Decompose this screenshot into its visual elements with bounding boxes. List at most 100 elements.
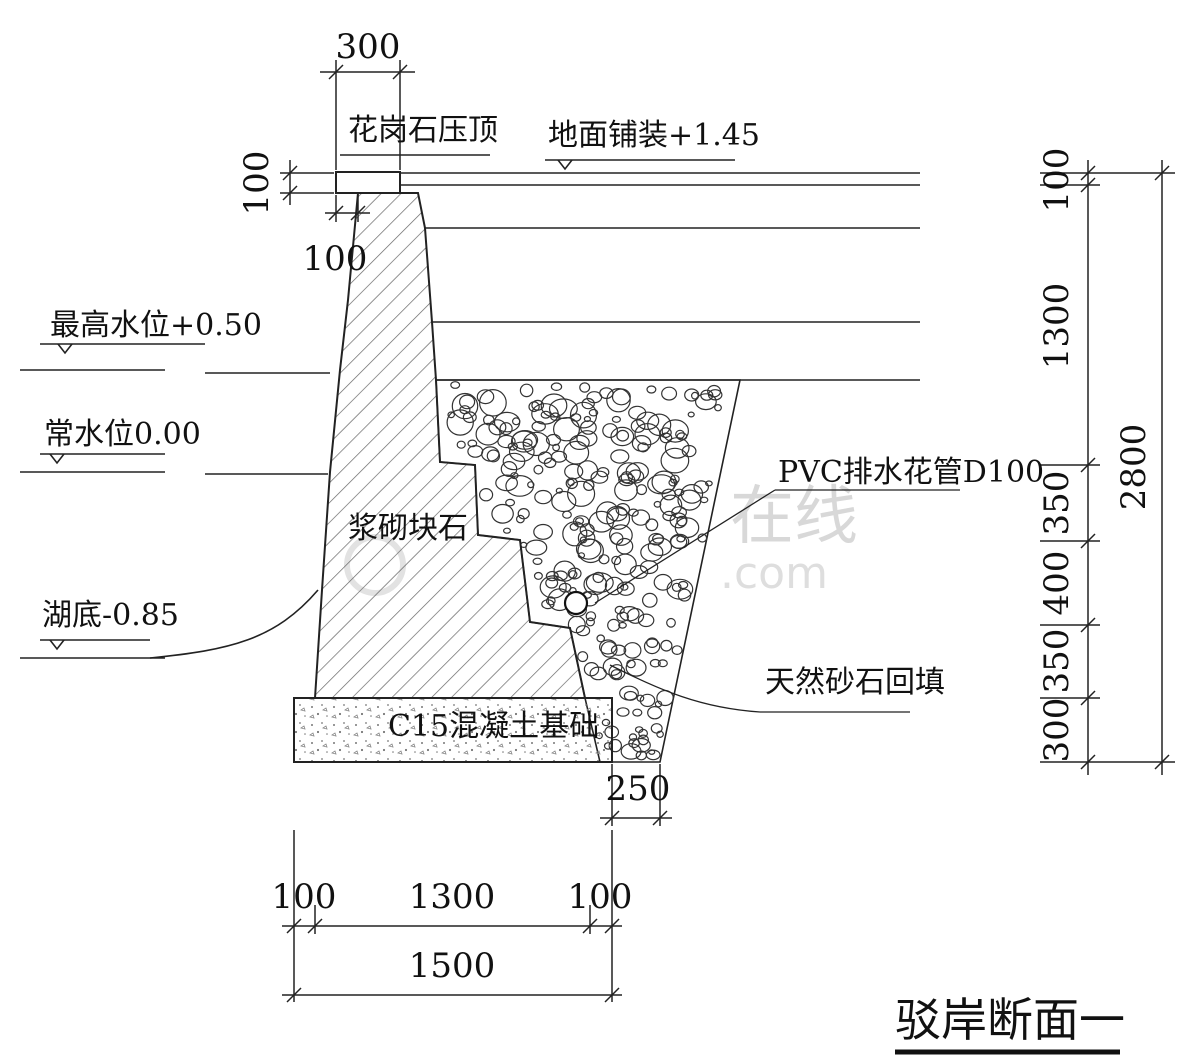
gravel-stone xyxy=(616,462,642,485)
gravel-stone xyxy=(611,555,622,566)
gravel-stone xyxy=(534,489,553,505)
gravel-stone xyxy=(641,592,658,608)
leader-lines xyxy=(594,489,960,713)
gravel-stone xyxy=(512,417,521,426)
gravel-stone xyxy=(497,434,516,449)
gravel-stone xyxy=(677,580,689,590)
dim-bottom-total: 1500 xyxy=(409,946,496,986)
granite-coping xyxy=(335,171,401,194)
gravel-stone xyxy=(511,430,539,450)
gravel-stone xyxy=(707,389,723,401)
gravel-stone xyxy=(629,564,649,579)
watermark: 在线 .com xyxy=(344,480,858,599)
gravel-stone xyxy=(555,487,563,494)
gravel-stone xyxy=(647,706,663,720)
gravel-stone xyxy=(614,605,625,615)
gravel-stone xyxy=(661,488,677,501)
gravel-stone xyxy=(637,442,649,453)
gravel-stone xyxy=(610,449,630,464)
gravel-stone xyxy=(565,477,579,490)
gravel-stone xyxy=(671,582,682,592)
gravel-stone xyxy=(548,398,578,419)
gravel-stone xyxy=(616,429,630,442)
gravel-stone xyxy=(680,484,704,504)
gravel-stone xyxy=(583,415,592,423)
dimension-lines xyxy=(280,60,1175,1003)
gravel-stone xyxy=(616,707,630,717)
gravel-stone xyxy=(609,524,633,546)
gravel-stone xyxy=(590,470,609,484)
gravel-stone xyxy=(495,474,519,492)
gravel-stone xyxy=(577,651,589,663)
gravel-stone xyxy=(618,473,636,487)
gravel-stone xyxy=(625,658,647,677)
gravel-stone xyxy=(632,708,643,717)
gravel-stone xyxy=(581,397,595,410)
gravel-stone xyxy=(666,617,676,628)
gravel-stone xyxy=(508,441,535,462)
dim-bottom-left: 100 xyxy=(272,877,337,917)
gravel-stone xyxy=(611,388,631,406)
gravel-stone xyxy=(700,389,714,401)
gravel-stone xyxy=(585,611,597,622)
gravel-stone xyxy=(635,750,648,761)
gravel-stone xyxy=(653,573,673,591)
gravel-stone xyxy=(615,503,631,516)
gravel-stone xyxy=(675,429,685,440)
gravel-stone xyxy=(611,415,622,423)
gravel-stone xyxy=(451,392,479,420)
gravel-stone xyxy=(639,693,656,708)
gravel-stone xyxy=(570,413,582,422)
gravel-stone xyxy=(488,419,507,436)
gravel-stone xyxy=(662,510,676,522)
ground-lines xyxy=(400,172,920,381)
pvc-pipe xyxy=(563,590,589,616)
gravel-stone xyxy=(606,507,631,530)
gravel-stone xyxy=(705,480,713,487)
gravel-stone xyxy=(588,408,599,417)
dim-coping-width: 300 xyxy=(336,27,401,67)
dim-right-1300: 1300 xyxy=(1037,283,1077,370)
gravel-stone xyxy=(636,694,645,703)
gravel-stone xyxy=(636,484,648,496)
gravel-stone xyxy=(631,509,651,526)
gravel-stone xyxy=(502,452,526,471)
gravel-stone xyxy=(619,685,639,701)
gravel-stone xyxy=(586,391,603,404)
gravel-stone xyxy=(539,575,567,599)
gravel-stone xyxy=(647,474,676,495)
gravel-stone xyxy=(610,426,635,447)
gravel-stone xyxy=(467,439,478,448)
gravel-stone xyxy=(643,638,661,655)
gravel-stone xyxy=(639,560,659,575)
gravel-stone xyxy=(583,573,608,596)
gravel-stone xyxy=(693,480,709,494)
gravel-stone xyxy=(575,538,602,560)
gravel-stone xyxy=(654,700,663,708)
gravel-stone xyxy=(607,618,621,632)
label-pipe: PVC排水花管D100 xyxy=(778,455,1044,490)
gravel-stone xyxy=(687,411,695,418)
gravel-stone xyxy=(636,411,660,430)
gravel-stone xyxy=(638,728,648,739)
gravel-stone xyxy=(450,381,461,389)
gravel-stone xyxy=(659,494,683,517)
gravel-stone xyxy=(670,534,688,550)
gravel-stone xyxy=(626,659,636,669)
gravel-stone xyxy=(482,414,495,426)
gravel-stone xyxy=(669,474,680,484)
label-backfill: 天然砂石回填 xyxy=(765,665,945,700)
gravel-stone xyxy=(596,467,610,478)
gravel-stone xyxy=(671,645,683,655)
gravel-stone xyxy=(610,644,627,656)
gravel-stone xyxy=(579,382,591,393)
label-normal-water: 常水位0.00 xyxy=(44,417,201,452)
gravel-stone xyxy=(479,388,507,417)
gravel-stone xyxy=(630,419,646,433)
gravel-stone xyxy=(533,571,543,580)
gravel-stone xyxy=(619,606,640,622)
gravel-stone xyxy=(653,500,662,508)
gravel-stone xyxy=(558,582,572,593)
gravel-stone xyxy=(493,411,521,433)
